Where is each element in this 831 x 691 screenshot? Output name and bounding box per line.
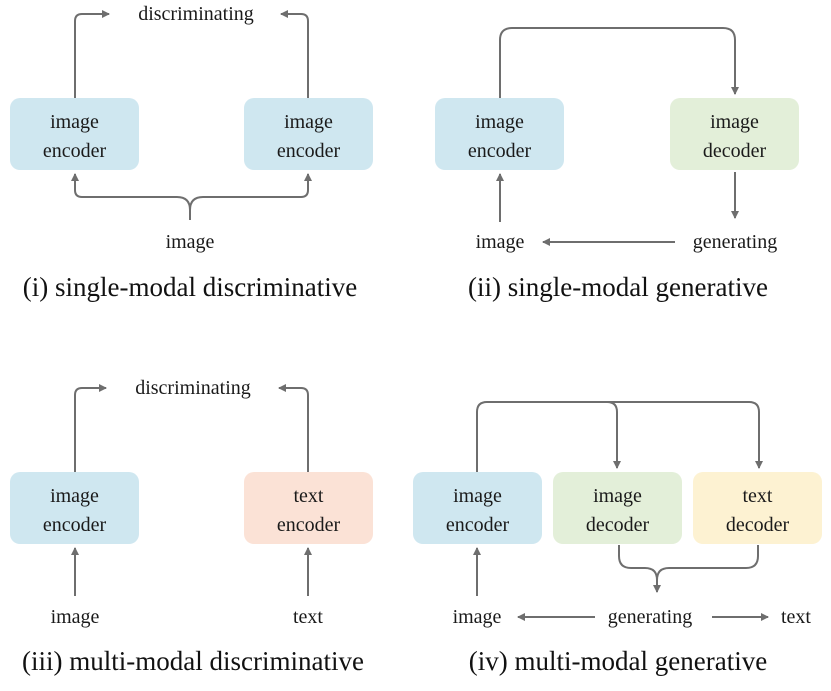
caption-ii: (ii) single-modal generative: [468, 272, 768, 302]
arrow-image-to-left-encoder: [71, 173, 191, 220]
box-label-line1: image: [453, 485, 502, 507]
box-label-line2: encoder: [43, 140, 107, 162]
arrow-image-to-right-encoder: [189, 173, 312, 220]
discriminating-label: discriminating: [138, 3, 254, 25]
box-label-line2: decoder: [586, 514, 650, 536]
image-encoder-box: [413, 472, 542, 544]
generating-label: generating: [693, 231, 777, 253]
arrow-encoder-to-image-decoder: [606, 401, 621, 469]
box-label-line1: image: [593, 485, 642, 507]
image-input-label: image: [453, 606, 502, 628]
box-label-line1: image: [284, 111, 333, 133]
text-encoder-box: [244, 472, 373, 544]
text-input-label: text: [293, 606, 323, 628]
box-label-line2: encoder: [277, 514, 341, 536]
image-decoder-box: [670, 98, 799, 170]
box-label-line2: encoder: [43, 514, 107, 536]
image-encoder-box: [10, 98, 139, 170]
image-input-label: image: [476, 231, 525, 253]
box-label-line1: image: [475, 111, 524, 133]
text-output-label: text: [781, 606, 811, 628]
box-label-line2: decoder: [703, 140, 767, 162]
box-label-line1: image: [710, 111, 759, 133]
image-input-label: image: [166, 231, 215, 253]
box-label-line1: text: [294, 485, 324, 507]
arrow-left-encoder-to-discriminating: [74, 10, 110, 98]
panel-iii-multi-modal-discriminative: discriminating image encoder text encode…: [10, 377, 373, 676]
panel-iv-multi-modal-generative: image encoder image decoder text decoder…: [413, 401, 822, 676]
box-label-line1: image: [50, 485, 99, 507]
box-label-line2: encoder: [277, 140, 341, 162]
image-decoder-box: [553, 472, 682, 544]
arrow-text-encoder-to-discriminating: [278, 384, 309, 472]
box-label-line1: image: [50, 111, 99, 133]
text-decoder-box: [693, 472, 822, 544]
panel-i-single-modal-discriminative: discriminating image encoder image encod…: [10, 3, 373, 302]
arrow-image-decoder-to-generating: [618, 545, 661, 593]
arrow-encoder-to-decoder: [499, 27, 739, 98]
arrow-right-encoder-to-discriminating: [280, 10, 309, 98]
box-label-line1: text: [743, 485, 773, 507]
discriminating-label: discriminating: [135, 377, 251, 399]
image-encoder-box: [244, 98, 373, 170]
caption-iv: (iv) multi-modal generative: [469, 646, 767, 676]
arrow-text-decoder-to-generating: [656, 545, 759, 581]
arrow-image-encoder-to-discriminating: [74, 384, 107, 472]
box-label-line2: encoder: [446, 514, 510, 536]
image-encoder-box: [435, 98, 564, 170]
generating-label: generating: [608, 606, 692, 628]
box-label-line2: decoder: [726, 514, 790, 536]
box-label-line2: encoder: [468, 140, 532, 162]
panel-ii-single-modal-generative: image encoder image decoder image genera…: [435, 27, 799, 302]
image-input-label: image: [51, 606, 100, 628]
caption-iii: (iii) multi-modal discriminative: [22, 646, 364, 676]
arrow-encoder-to-text-decoder: [476, 401, 763, 472]
image-encoder-box: [10, 472, 139, 544]
caption-i: (i) single-modal discriminative: [23, 272, 357, 302]
